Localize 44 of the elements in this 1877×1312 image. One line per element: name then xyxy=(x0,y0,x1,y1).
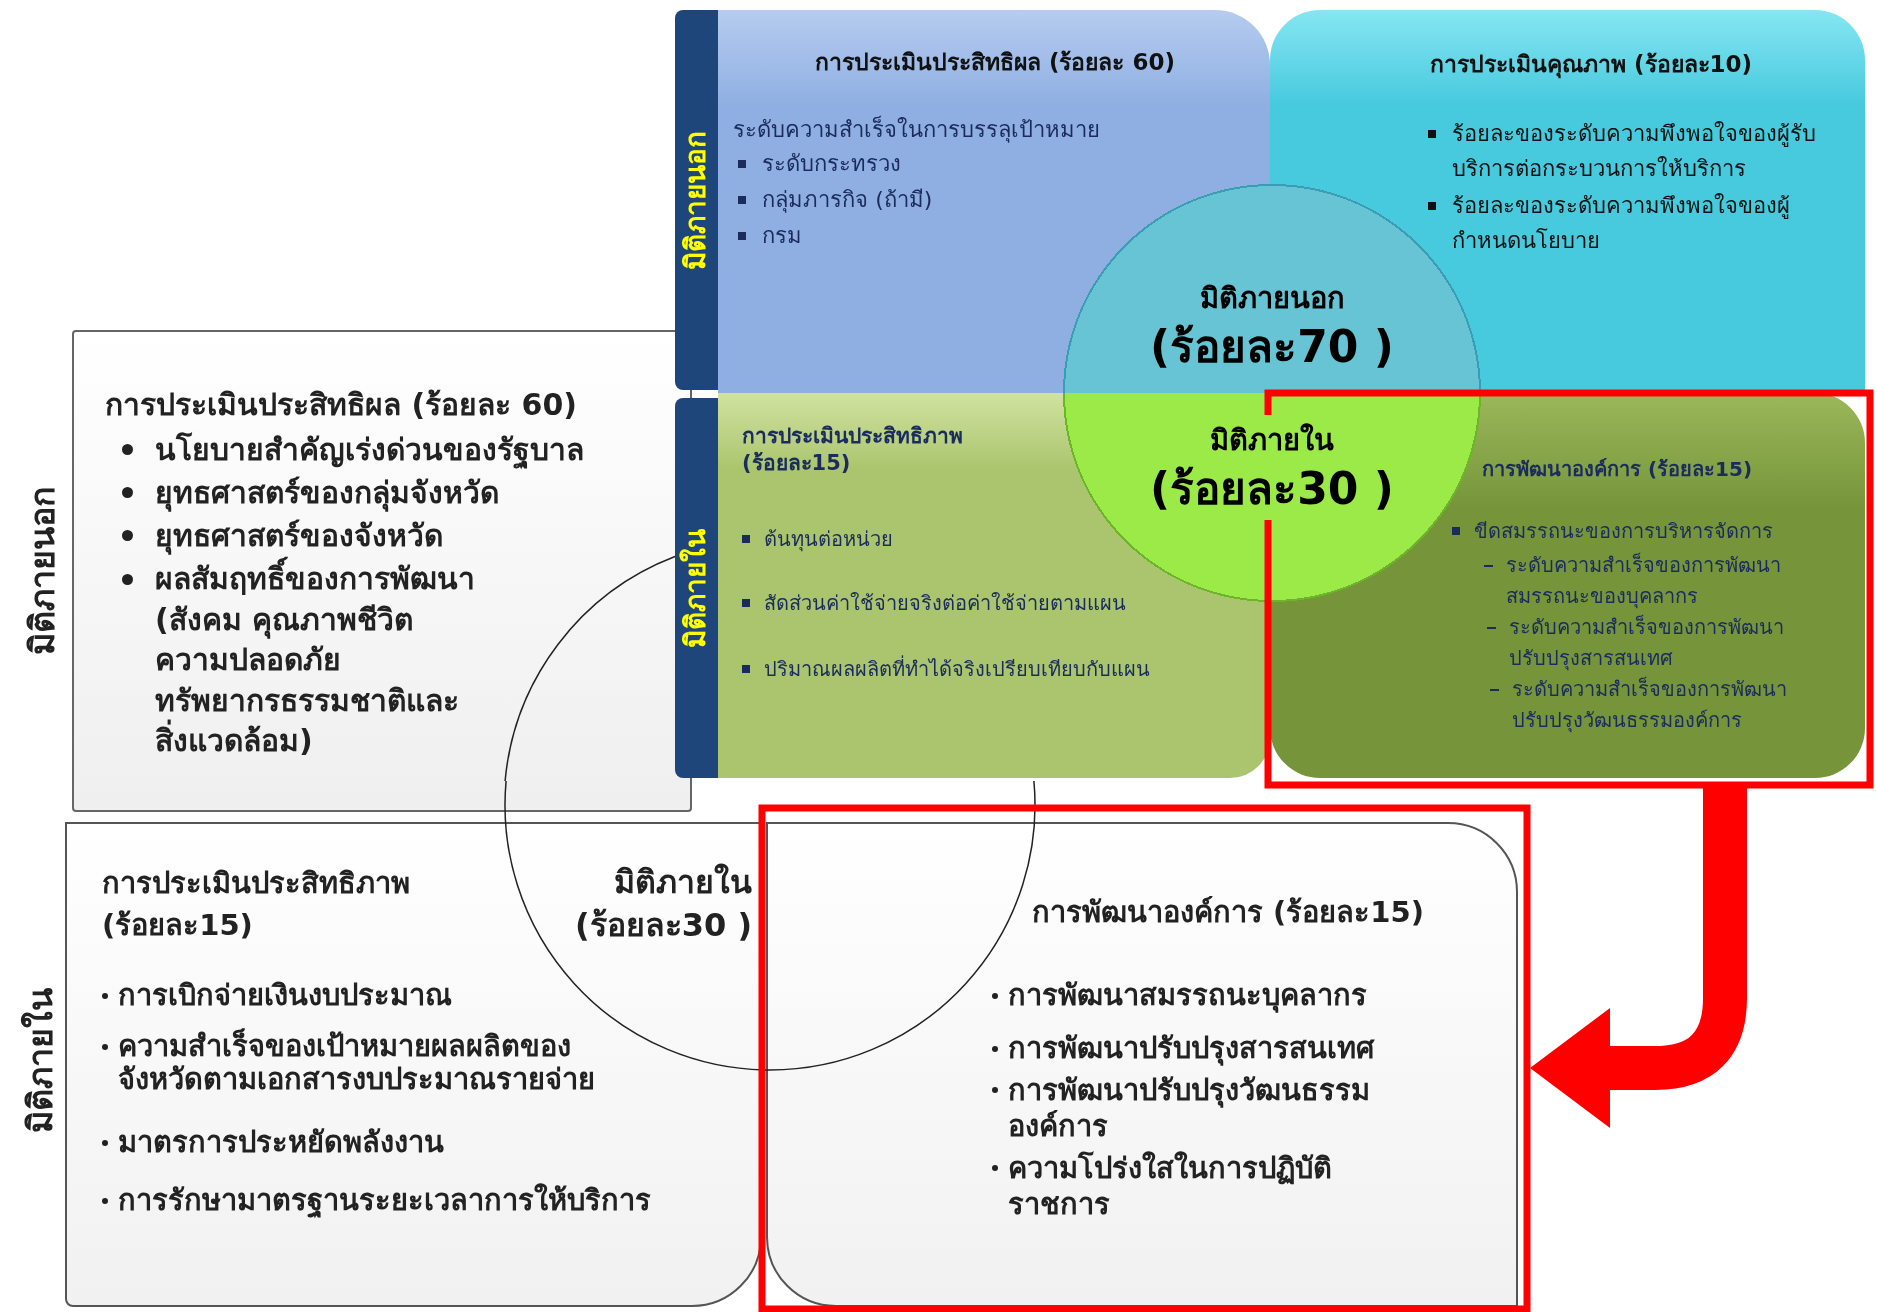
bullet-item: ร้อยละของระดับความพึงพอใจของผู้กำหนดนโยบาย xyxy=(1452,192,1792,256)
panel-heading: การพัฒนาองค์การ (ร้อยละ15) xyxy=(1032,894,1425,931)
bullet-item: การพัฒนาปรับปรุงวัฒนธรรมองค์การ xyxy=(1007,1072,1371,1145)
bullet-item: ระดับกระทรวง xyxy=(762,150,903,178)
rounded-panel xyxy=(65,822,762,1307)
circle-label: (ร้อยละ70 ) xyxy=(1149,320,1395,374)
bullet-item: ความสำเร็จของเป้าหมายผลผลิตของจังหวัดตามเอกสารงบประมาณรายจ่าย xyxy=(117,1030,596,1097)
side-tab xyxy=(675,398,718,778)
panel-heading: การประเมินประสิทธิภาพ (ร้อยละ15) xyxy=(102,865,411,945)
panel-heading: การประเมินประสิทธิผล (ร้อยละ 60) xyxy=(105,386,579,424)
bullet-item: ความโปร่งใสในการปฏิบัติราชการ xyxy=(1007,1150,1333,1223)
bullet-item: ขีดสมรรถนะของการบริหารจัดการ xyxy=(1474,518,1774,544)
panel-heading: การประเมินประสิทธิภาพ (ร้อยละ15) xyxy=(742,423,964,478)
bullet-item: ต้นทุนต่อหน่วย xyxy=(764,526,894,552)
bullet-item: การพัฒนาปรับปรุงสารสนเทศ xyxy=(1007,1030,1376,1068)
tab-label: มิติภายใน xyxy=(677,528,713,648)
panel-heading: การพัฒนาองค์การ (ร้อยละ15) xyxy=(1482,456,1754,482)
vertical-label: มิติภายใน xyxy=(18,987,61,1133)
circle-label: มิติภายใน xyxy=(1209,422,1335,459)
bullet-item: ปริมาณผลผลิตที่ทำได้จริงเปรียบเทียบกับแผน xyxy=(764,656,1151,682)
side-tab xyxy=(675,10,718,390)
panel-heading: การประเมินคุณภาพ (ร้อยละ10) xyxy=(1430,50,1754,80)
circle-label: (ร้อยละ30 ) xyxy=(1149,462,1395,516)
body-text: ระดับความสำเร็จในการบรรลุเป้าหมาย xyxy=(733,116,1101,145)
bullet-item: ยุทธศาสตร์ของกลุ่มจังหวัด xyxy=(155,474,500,512)
bullet-item: กลุ่มภารกิจ (ถ้ามี) xyxy=(762,186,934,215)
circle-label: (ร้อยละ30 ) xyxy=(574,905,752,946)
bullet-item: การพัฒนาสมรรถนะบุคลากร xyxy=(1007,977,1368,1015)
panel-heading: การประเมินประสิทธิผล (ร้อยละ 60) xyxy=(813,48,1176,77)
circle-label: มิติภายใน xyxy=(613,862,752,903)
tab-label: มิติภายนอก xyxy=(677,130,713,270)
vertical-label: มิติภายนอก xyxy=(20,485,63,655)
bullet-item: การเบิกจ่ายเงินงบประมาณ xyxy=(117,977,453,1014)
bullet-item: ร้อยละของระดับความพึงพอใจของผู้รับบริการต่อกระบวนการให้บริการ xyxy=(1452,120,1818,184)
circle-label: มิติภายนอก xyxy=(1198,280,1346,317)
bullet-item: ระดับความสำเร็จของการพัฒนาปรับปรุงวัฒนธรรมองค์การ xyxy=(1512,675,1788,735)
bullet-item: สัดส่วนค่าใช้จ่ายจริงต่อค่าใช้จ่ายตามแผน xyxy=(764,590,1127,616)
bullet-item: นโยบายสำคัญเร่งด่วนของรัฐบาล xyxy=(155,431,585,469)
bullet-item: มาตรการประหยัดพลังงาน xyxy=(117,1124,445,1161)
bullet-item: ระดับความสำเร็จของการพัฒนาปรับปรุงสารสนเทศ xyxy=(1509,613,1785,673)
arrow xyxy=(1530,788,1747,1128)
bullet-item: กรม xyxy=(762,222,804,250)
bullet-item: การรักษามาตรฐานระยะเวลาการให้บริการ xyxy=(117,1182,652,1220)
bullet-item: ระดับความสำเร็จของการพัฒนาสมรรถนะของบุคลากร xyxy=(1506,551,1782,611)
